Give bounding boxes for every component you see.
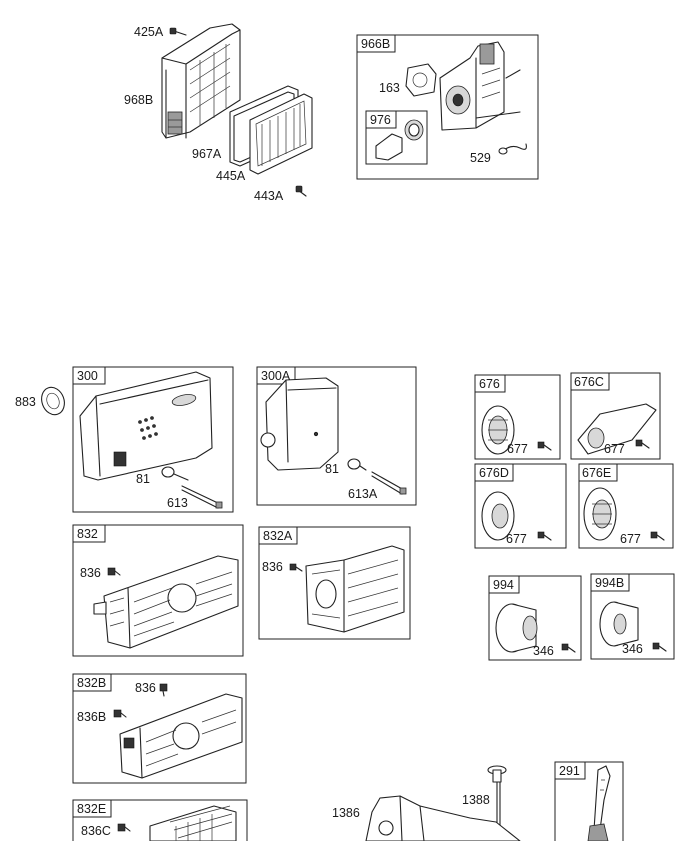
- spark-arrester-676-drawing: [481, 405, 515, 455]
- label-836-c: 836: [135, 681, 156, 695]
- box-832: 832 836: [72, 524, 244, 657]
- label-836B: 836B: [77, 710, 106, 724]
- box-832E: 832E 836C: [72, 799, 248, 841]
- guard-676C-drawing: [577, 403, 657, 455]
- box-300: 300 81 613: [72, 366, 234, 513]
- stud-613-drawing: [181, 485, 223, 509]
- box-291: 291: [554, 761, 624, 841]
- label-676D: 676D: [479, 466, 509, 480]
- label-677-b: 677: [604, 442, 625, 456]
- screw-346-a-drawing: [561, 643, 576, 653]
- label-346-b: 346: [622, 642, 643, 656]
- label-994: 994: [493, 578, 514, 592]
- box-966B: 966B 163 976 529: [356, 34, 539, 180]
- muffler-300A-drawing: [260, 377, 339, 471]
- breather-976-drawing: [375, 119, 424, 161]
- screw-677-b-drawing: [635, 439, 650, 449]
- screw-346-b-drawing: [652, 642, 667, 652]
- label-1388: 1388: [462, 793, 490, 807]
- label-832E: 832E: [77, 802, 106, 816]
- label-677-a: 677: [507, 442, 528, 456]
- screw-425A-drawing: [169, 27, 187, 36]
- label-613A: 613A: [348, 487, 378, 501]
- arrester-676D-drawing: [481, 491, 515, 541]
- heat-shield-832-drawing: [93, 555, 239, 649]
- label-836-b: 836: [262, 560, 283, 574]
- label-967A: 967A: [192, 147, 222, 161]
- label-676: 676: [479, 377, 500, 391]
- label-676C: 676C: [574, 375, 604, 389]
- screw-677-a-drawing: [537, 441, 552, 451]
- screw-836C-drawing: [117, 823, 131, 832]
- box-300A: 300A 81 613A: [256, 366, 417, 506]
- screw-677-c-drawing: [537, 531, 552, 541]
- label-994B: 994B: [595, 576, 624, 590]
- label-163: 163: [379, 81, 400, 95]
- air-cleaner-base-968B-drawing: [161, 23, 241, 139]
- washer-81-drawing: [161, 466, 189, 481]
- air-cleaner-housing-drawing: [439, 41, 521, 131]
- heat-shield-832A-drawing: [305, 545, 405, 633]
- label-445A: 445A: [216, 169, 246, 183]
- label-832B: 832B: [77, 676, 106, 690]
- screw-677-d-drawing: [650, 531, 665, 541]
- box-676E: 676E 677: [578, 463, 674, 549]
- label-300A: 300A: [261, 369, 291, 383]
- label-613: 613: [167, 496, 188, 510]
- label-81-b: 81: [325, 462, 339, 476]
- screw-443A-drawing: [295, 185, 307, 197]
- stud-613A-drawing: [371, 471, 407, 495]
- tube-1386-drawing: [365, 795, 521, 841]
- label-676E: 676E: [582, 466, 611, 480]
- heat-shield-832B-drawing: [119, 693, 243, 779]
- gasket-883-drawing: [41, 386, 65, 416]
- label-836C: 836C: [81, 824, 111, 838]
- label-883: 883: [15, 395, 36, 409]
- governor-291-drawing: [587, 765, 611, 841]
- screw-836-c-drawing: [159, 683, 168, 697]
- gasket-163-drawing: [405, 63, 437, 97]
- screw-836-a-drawing: [107, 567, 121, 576]
- label-677-c: 677: [506, 532, 527, 546]
- tube-529-drawing: [498, 143, 527, 155]
- label-1386: 1386: [332, 806, 360, 820]
- heat-shield-832E-drawing: [149, 805, 237, 841]
- screw-836-b-drawing: [289, 563, 303, 572]
- washer-81-b-drawing: [347, 458, 367, 471]
- label-832A: 832A: [263, 529, 293, 543]
- label-443A: 443A: [254, 189, 284, 203]
- box-676: 676 677: [474, 374, 561, 460]
- label-81-a: 81: [136, 472, 150, 486]
- arrester-676E-drawing: [583, 487, 617, 541]
- label-346-a: 346: [533, 644, 554, 658]
- screw-836B-drawing: [113, 709, 127, 718]
- deflector-994-drawing: [495, 603, 538, 653]
- label-529: 529: [470, 151, 491, 165]
- label-966B: 966B: [361, 37, 390, 51]
- label-976: 976: [370, 113, 391, 127]
- air-cleaner-group: 425A 968B 967A 445A: [124, 23, 313, 203]
- deflector-994B-drawing: [599, 601, 639, 647]
- label-832: 832: [77, 527, 98, 541]
- box-832B: 832B 836 836B: [72, 673, 247, 784]
- muffler-vent-holes: [138, 416, 158, 440]
- label-677-d: 677: [620, 532, 641, 546]
- label-300: 300: [77, 369, 98, 383]
- label-968B: 968B: [124, 93, 153, 107]
- box-994: 994 346: [488, 575, 582, 661]
- label-425A: 425A: [134, 25, 164, 39]
- label-836-a: 836: [80, 566, 101, 580]
- box-994B: 994B 346: [590, 573, 675, 660]
- box-676D: 676D 677: [474, 463, 567, 549]
- muffler-300-drawing: [79, 371, 213, 481]
- box-832A: 832A 836: [258, 526, 411, 640]
- air-filter-445A-drawing: [249, 93, 313, 175]
- label-291: 291: [559, 764, 580, 778]
- box-676C: 676C 677: [570, 372, 661, 460]
